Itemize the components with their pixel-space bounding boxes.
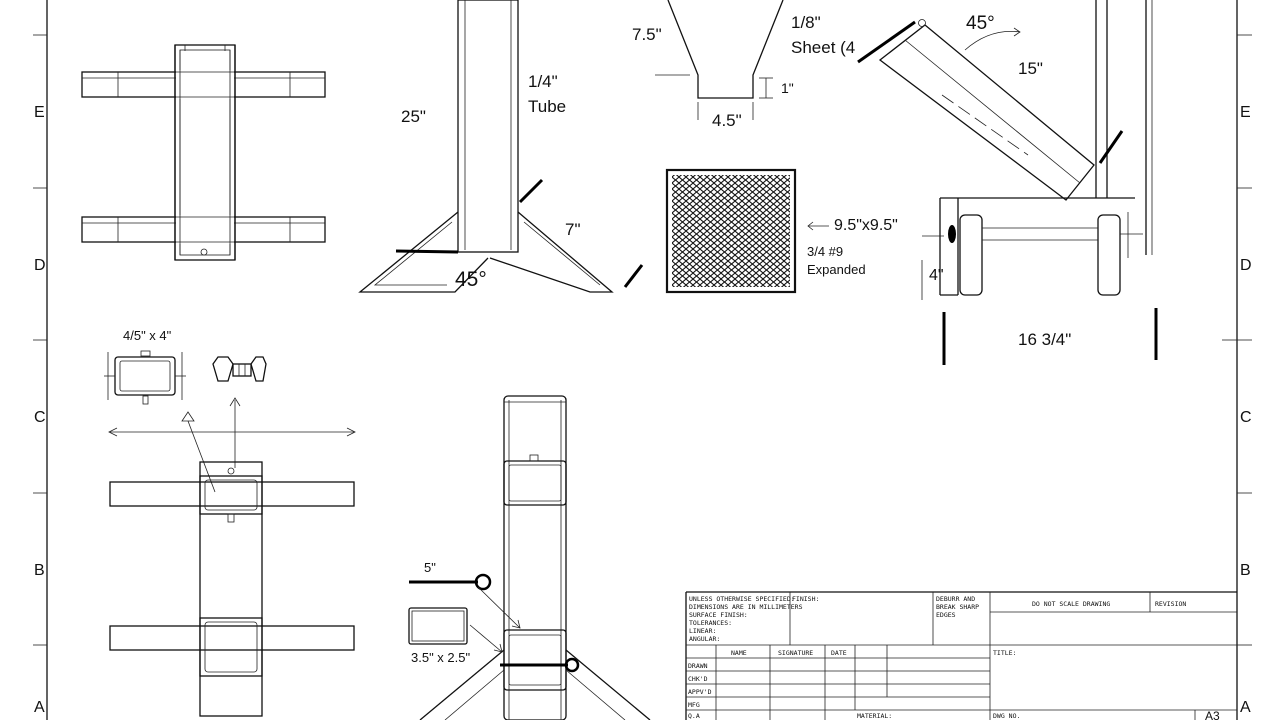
drawn-row-label: DRAWN	[688, 662, 708, 670]
channel-view: 7.5" 1/8" Sheet (4 1" 4.5"	[632, 0, 855, 130]
deburr-note-3: EDGES	[936, 611, 956, 619]
zone-letter-a-right: A	[1240, 699, 1251, 716]
note-line-6: ANGULAR:	[689, 635, 720, 643]
zone-letter-d-right: D	[1240, 257, 1252, 274]
base-crossbar-lower	[109, 625, 355, 651]
base-tube	[199, 461, 263, 717]
title-block: UNLESS OTHERWISE SPECIFIED: DIMENSIONS A…	[685, 591, 1237, 723]
upright-tube	[457, 0, 519, 253]
arm-angle-label: 45°	[966, 13, 995, 34]
arm-view: 45° 15" 4" 16 3/4"	[857, 0, 1158, 365]
sheet-size-label: A3	[1205, 709, 1220, 720]
deburr-note-1: DEBURR AND	[936, 595, 975, 603]
title-label: TITLE:	[993, 649, 1016, 657]
pin-length-dimension: 5"	[424, 560, 436, 575]
signature-column-header: SIGNATURE	[778, 649, 813, 657]
channel-profile	[667, 0, 784, 99]
bracket-section	[114, 356, 176, 396]
note-line-4: TOLERANCES:	[689, 619, 732, 627]
drawing-border	[33, 0, 1252, 720]
angled-arm	[878, 24, 1095, 201]
tube-type-label: Tube	[528, 97, 566, 116]
bracket-section-label: 4/5" x 4"	[123, 328, 172, 343]
flange-dimension: 1"	[781, 80, 794, 96]
mesh-size-dimension: 9.5"x9.5"	[834, 217, 898, 234]
dwg-no-label: DWG NO.	[993, 712, 1020, 720]
zone-letters-right: E D C B A	[1240, 104, 1252, 716]
zone-letter-d-left: D	[34, 257, 46, 274]
leg-angle-label: 45°	[455, 268, 487, 291]
small-section-label: 3.5" x 2.5"	[411, 650, 470, 665]
zone-letter-b-right: B	[1240, 562, 1251, 579]
bracket-view: 4/5" x 4"	[104, 328, 356, 717]
top-view	[81, 44, 326, 261]
mesh-view: 9.5"x9.5" 3/4 #9 Expanded	[665, 168, 898, 294]
finish-label: FINISH:	[792, 595, 819, 603]
wheel-left	[959, 214, 983, 296]
leg-dimension: 7"	[565, 220, 581, 239]
zone-letter-c-left: C	[34, 409, 46, 426]
mesh-spec-label: 3/4 #9	[807, 244, 843, 259]
note-line-3: SURFACE FINISH:	[689, 611, 748, 619]
approved-row-label: APPV'D	[688, 688, 712, 696]
checked-row-label: CHK'D	[688, 675, 708, 683]
mesh-type-label: Expanded	[807, 262, 866, 277]
front-view: 5" 3.5" x 2.5"	[408, 395, 651, 721]
pin-hole	[200, 248, 208, 256]
sheet-thickness-label: 1/8"	[791, 13, 821, 32]
bolt-icon	[212, 356, 267, 382]
name-column-header: NAME	[731, 649, 747, 657]
zone-letter-e-right: E	[1240, 104, 1251, 121]
pin-ring-icon	[474, 573, 492, 591]
note-line-5: LINEAR:	[689, 627, 716, 635]
height-dimension: 25"	[401, 107, 426, 126]
sheet-type-label: Sheet (4	[791, 38, 855, 57]
zone-letters-left: E D C B A	[34, 104, 46, 716]
date-column-header: DATE	[831, 649, 847, 657]
channel-side-dimension: 7.5"	[632, 25, 662, 44]
wheel-right	[1097, 214, 1121, 296]
qa-row-label: Q.A	[688, 712, 700, 720]
overall-width-dimension: 16 3/4"	[1018, 330, 1071, 349]
wheel-dimension: 4"	[929, 267, 944, 284]
zone-letter-e-left: E	[34, 104, 45, 121]
zone-letter-a-left: A	[34, 699, 45, 716]
channel-width-dimension: 4.5"	[712, 111, 742, 130]
material-label: MATERIAL:	[857, 712, 892, 720]
note-line-2: DIMENSIONS ARE IN MILLIMETERS	[689, 603, 803, 611]
zone-letter-b-left: B	[34, 562, 45, 579]
mfg-row-label: MFG	[688, 701, 700, 709]
deburr-note-2: BREAK SHARP	[936, 603, 979, 611]
expanded-mesh	[672, 175, 790, 287]
do-not-scale-label: DO NOT SCALE DRAWING	[1032, 600, 1110, 608]
small-section	[408, 607, 468, 645]
side-view: 25" 1/4" Tube 7" 45°	[358, 0, 644, 293]
axle-nut	[948, 225, 956, 243]
arm-length-dimension: 15"	[1018, 59, 1043, 78]
tube-size-label: 1/4"	[528, 72, 558, 91]
note-line-1: UNLESS OTHERWISE SPECIFIED:	[689, 595, 795, 603]
base-crossbar-upper	[109, 481, 355, 507]
revision-label: REVISION	[1155, 600, 1186, 608]
zone-letter-c-right: C	[1240, 409, 1252, 426]
front-upright	[503, 395, 567, 721]
